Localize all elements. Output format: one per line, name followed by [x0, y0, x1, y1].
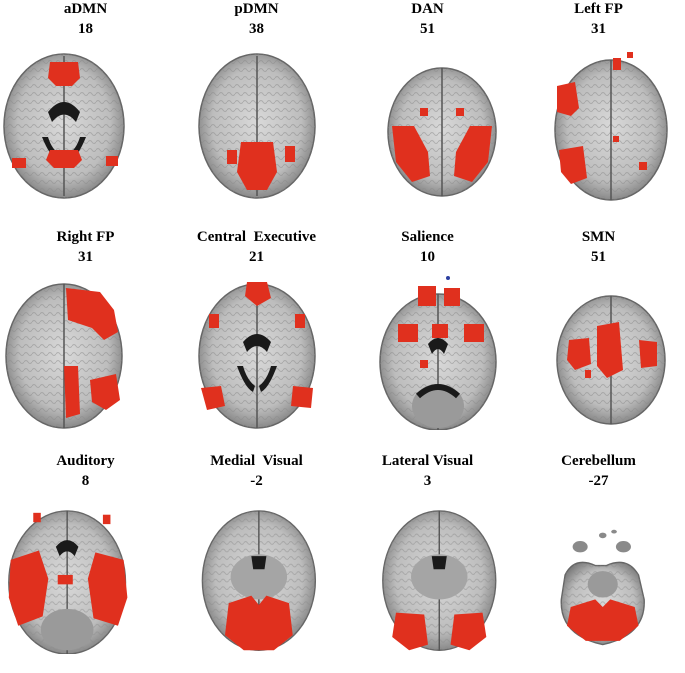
panel-title: Right FP	[56, 229, 115, 245]
slice-number: 10	[420, 249, 435, 265]
brain-slice-image	[513, 494, 684, 654]
brain-slice-image	[0, 494, 171, 654]
panel-title: Auditory	[56, 453, 115, 469]
panel-lateral-visual: Lateral Visual 3	[342, 452, 513, 673]
panel-salience: Salience 10	[342, 228, 513, 449]
slice-number: 51	[591, 249, 606, 265]
panel-title: Lateral Visual	[381, 453, 474, 469]
brain-slice-image	[171, 270, 342, 430]
brain-slice-image	[0, 42, 171, 202]
slice-number: -2	[250, 473, 263, 489]
slice-number: 21	[249, 249, 264, 265]
slice-number: 8	[81, 473, 90, 489]
slice-number: 31	[591, 21, 606, 37]
panel-cerebellum: Cerebellum -27	[513, 452, 684, 673]
slice-number: 38	[249, 21, 264, 37]
panel-title: Cerebellum	[561, 453, 636, 469]
panel-title: aDMN	[63, 1, 108, 17]
panel-title: DAN	[411, 1, 444, 17]
panel-title: Central Executive	[196, 229, 317, 245]
slice-number: 3	[423, 473, 432, 489]
slice-number: 51	[420, 21, 435, 37]
brain-slice-image	[0, 270, 171, 430]
panel-medial-visual: Medial Visual -2	[171, 452, 342, 673]
slice-number: 31	[78, 249, 93, 265]
panel-left-fp: Left FP 31	[513, 0, 684, 221]
slice-number: 18	[78, 21, 93, 37]
brain-slice-image	[513, 270, 684, 430]
panel-dan: DAN 51	[342, 0, 513, 221]
panel-auditory: Auditory 8	[0, 452, 171, 673]
brain-slice-image	[342, 270, 513, 430]
panel-title: Medial Visual	[210, 453, 303, 469]
brain-slice-image	[171, 494, 342, 654]
slice-number: -27	[588, 473, 609, 489]
panel-title: Left FP	[574, 1, 623, 17]
panel-right-fp: Right FP 31	[0, 228, 171, 449]
brain-slice-image	[342, 494, 513, 654]
panel-title: SMN	[581, 229, 616, 245]
panel-smn: SMN 51	[513, 228, 684, 449]
activation-region	[48, 62, 80, 86]
panel-central-executive: Central Executive 21	[171, 228, 342, 449]
brain-slice-image	[513, 42, 684, 202]
brain-slice-image	[342, 42, 513, 202]
brain-slice-image	[171, 42, 342, 202]
panel-title: Salience	[401, 229, 454, 245]
panel-pdmn: pDMN 38	[171, 0, 342, 221]
panel-admn: aDMN 18	[0, 0, 171, 221]
panel-title: pDMN	[234, 1, 279, 17]
